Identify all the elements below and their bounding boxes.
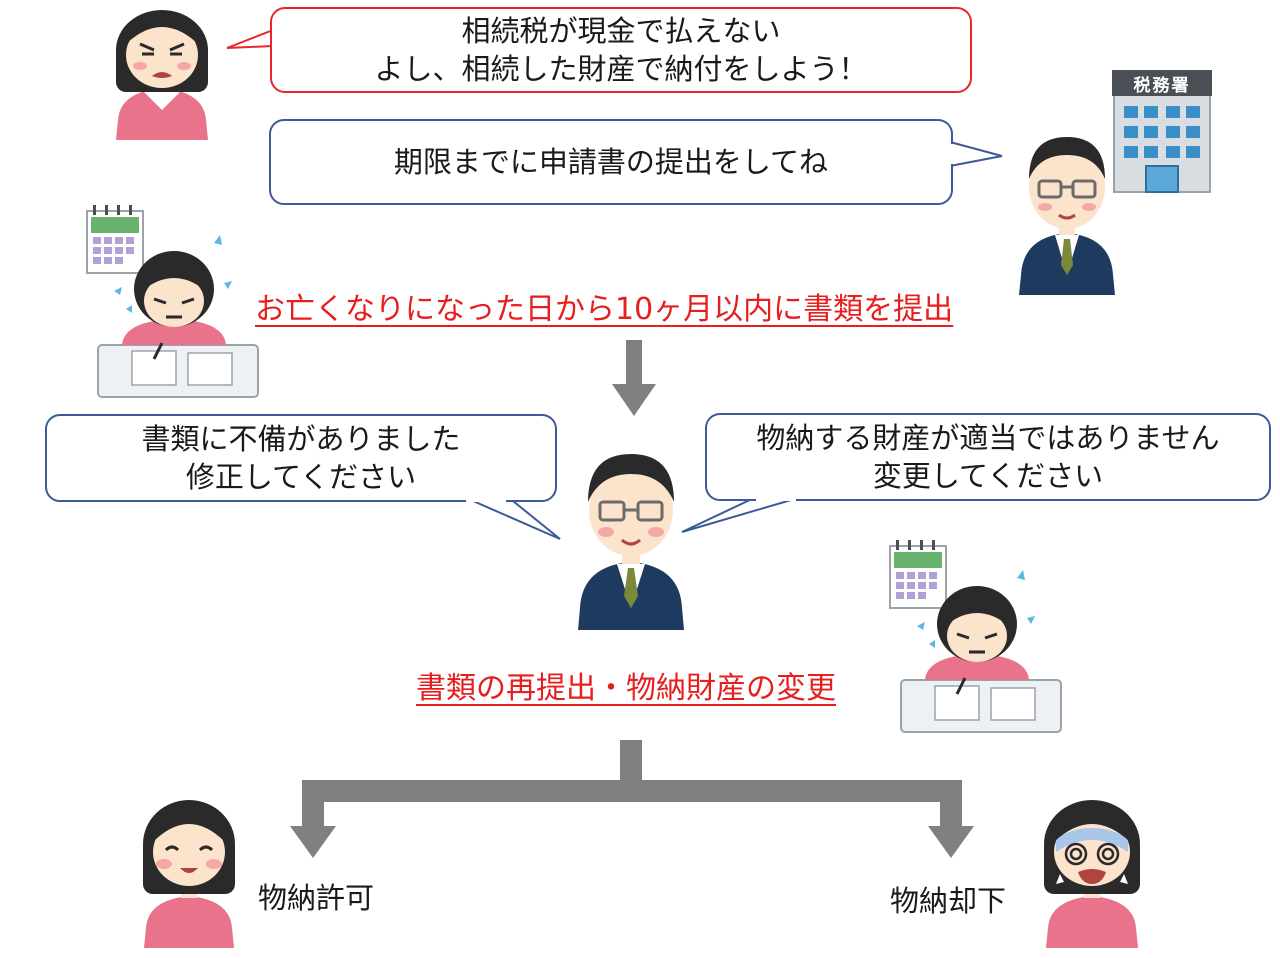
tax-officer-icon	[1019, 137, 1115, 295]
happy-woman-icon	[143, 800, 235, 948]
bubble-line: 書類に不備がありました	[141, 422, 461, 456]
busy-writing-woman-icon	[900, 570, 1062, 733]
worried-woman-icon	[116, 10, 208, 140]
tax-office-building-icon: 税務署	[1112, 70, 1212, 194]
bubble-line: 変更してください	[872, 459, 1104, 493]
calendar-icon	[889, 540, 947, 609]
speech-bubble-tail	[269, 119, 1003, 205]
bubble-line: 相続税が現金で払えない	[461, 14, 781, 48]
deadline-step-text: お亡くなりになった日から10ヶ月以内に書類を提出	[255, 292, 954, 327]
calendar-icon	[86, 205, 144, 274]
arrow-down-icon	[612, 340, 656, 416]
outcome-rejected: 物納却下	[890, 884, 1007, 918]
tax-office-sign: 税務署	[1133, 75, 1191, 96]
speech-bubble-tail	[226, 7, 972, 93]
shocked-woman-icon	[1044, 800, 1140, 948]
bubble-line: 修正してください	[185, 460, 417, 494]
busy-writing-woman-icon	[97, 235, 259, 398]
speech-bubble-document-error: 書類に不備がありました 修正してください	[46, 415, 556, 501]
bubble-line: 期限までに申請書の提出をしてね	[393, 145, 829, 179]
resubmit-step-text: 書類の再提出・物納財産の変更	[416, 671, 836, 706]
speech-bubble-tail	[45, 414, 561, 540]
speech-bubble-woman: 相続税が現金で払えない よし、相続した財産で納付をしよう！	[271, 8, 971, 92]
bubble-line: よし、相続した財産で納付をしよう！	[374, 52, 868, 86]
bubble-line: 物納する財産が適当ではありません	[756, 421, 1220, 455]
speech-bubble-property-unsuitable: 物納する財産が適当ではありません 変更してください	[706, 414, 1270, 500]
speech-bubble-officer: 期限までに申請書の提出をしてね	[270, 120, 952, 204]
speech-bubble-tail	[681, 413, 1271, 533]
branch-arrow-icon	[290, 740, 974, 858]
tax-officer-icon	[578, 454, 684, 630]
outcome-approved: 物納許可	[258, 881, 375, 915]
